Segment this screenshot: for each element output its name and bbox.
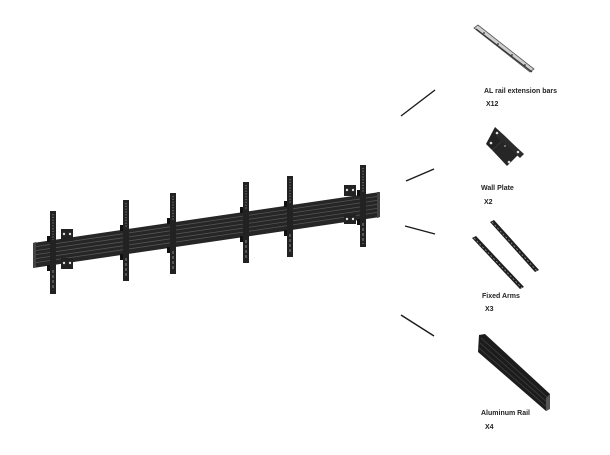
mounting-arm-1: [47, 211, 56, 294]
mounting-arm-3: [167, 193, 176, 274]
mounting-arm-4: [240, 182, 249, 263]
mounting-arm-5: [284, 176, 293, 257]
qty-wall-plate: X2: [484, 199, 493, 206]
leader-lines: [400, 89, 436, 337]
mounting-arm-6: [357, 165, 366, 247]
part-fixed-arms: [472, 220, 539, 289]
wall-plate-left: [61, 229, 73, 269]
wall-plate-right: [344, 185, 356, 224]
qty-fixed-arms: X3: [485, 306, 494, 313]
leader-line-wall-plate: [405, 168, 435, 182]
main-assembly: [32, 165, 381, 294]
qty-aluminum-rail: X4: [485, 424, 494, 431]
label-aluminum-rail: Aluminum Rail: [481, 410, 531, 417]
leader-line-fixed-arms: [404, 225, 436, 235]
main-rail: [32, 192, 381, 268]
label-fixed-arms: Fixed Arms: [482, 293, 520, 300]
leader-line-aluminum-rail: [400, 314, 435, 337]
leader-line-extension-bars: [400, 89, 436, 117]
part-wall-plate: [486, 127, 524, 166]
part-al-rail-extension-bar: [473, 24, 535, 73]
label-al-rail-extension-bars: AL rail extension bars: [484, 88, 558, 95]
label-wall-plate: Wall Plate: [481, 185, 514, 192]
part-aluminum-rail: [478, 334, 550, 411]
qty-al-rail-extension-bars: X12: [486, 101, 499, 108]
mounting-arm-2: [120, 200, 129, 281]
